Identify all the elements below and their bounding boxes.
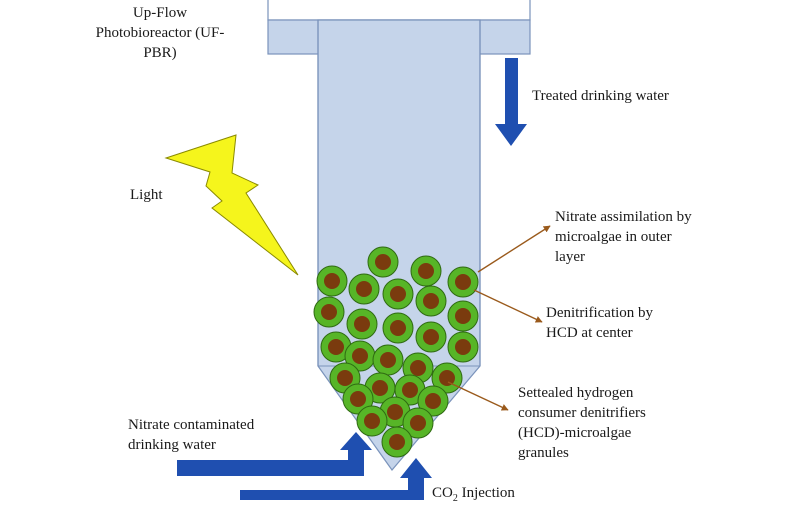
nitrate-assimilation-line-1: Nitrate assimilation by bbox=[555, 209, 692, 225]
granule bbox=[381, 426, 413, 458]
reactor-title: Up-Flow Photobioreactor (UF- PBR) bbox=[64, 3, 256, 63]
settled-granules-line-1: Settealed hydrogen bbox=[518, 385, 634, 401]
granule bbox=[342, 383, 374, 415]
nitrate-assimilation-line-3: layer bbox=[555, 249, 585, 265]
settled-granules-line-2: consumer denitrifiers bbox=[518, 405, 646, 421]
granule bbox=[382, 278, 414, 310]
granule bbox=[402, 407, 434, 439]
granule bbox=[356, 405, 388, 437]
granule bbox=[320, 331, 352, 363]
granule bbox=[447, 266, 479, 298]
reactor-title-line-1: Up-Flow bbox=[132, 5, 188, 21]
granule bbox=[316, 265, 348, 297]
co2-label: CO2 Injection bbox=[432, 483, 515, 504]
co2-arrow bbox=[240, 458, 432, 505]
co2-subscript: 2 bbox=[452, 493, 458, 504]
treated-water-label: Treated drinking water bbox=[532, 88, 669, 104]
granule bbox=[367, 246, 399, 278]
co2-prefix: CO bbox=[432, 485, 453, 501]
granule bbox=[382, 312, 414, 344]
denitrification-label: Denitrification by HCD at center bbox=[546, 303, 653, 343]
denitrification-line-2: HCD at center bbox=[546, 325, 633, 341]
granule bbox=[372, 344, 404, 376]
nitrate-assimilation-line-2: microalgae in outer bbox=[555, 229, 672, 245]
inflow-line-2: drinking water bbox=[128, 437, 216, 453]
granule bbox=[415, 321, 447, 353]
inflow-arrow bbox=[177, 432, 372, 476]
granule bbox=[394, 374, 426, 406]
denitrification-line-1: Denitrification by bbox=[546, 305, 654, 321]
light-label: Light bbox=[130, 187, 163, 203]
granule bbox=[402, 352, 434, 384]
settled-granules-line-4: granules bbox=[518, 445, 569, 461]
treated-water-arrow bbox=[495, 58, 527, 146]
granule bbox=[346, 308, 378, 340]
nitrate-assimilation-label: Nitrate assimilation by microalgae in ou… bbox=[555, 207, 692, 267]
granule bbox=[410, 255, 442, 287]
settled-granules-label: Settealed hydrogen consumer denitrifiers… bbox=[518, 383, 646, 463]
inflow-label: Nitrate contaminated drinking water bbox=[128, 415, 254, 455]
reactor-top-cap bbox=[267, 0, 531, 21]
granule bbox=[415, 285, 447, 317]
granule bbox=[447, 300, 479, 332]
reactor-title-line-3: PBR) bbox=[143, 45, 177, 61]
co2-suffix: Injection bbox=[457, 485, 515, 501]
pointer-settled-granules bbox=[447, 381, 509, 411]
granule bbox=[313, 296, 345, 328]
settled-granules-line-3: (HCD)-microalgae bbox=[518, 425, 632, 441]
granule bbox=[447, 331, 479, 363]
reactor-title-line-2: Photobioreactor (UF- bbox=[95, 25, 225, 41]
granule bbox=[417, 385, 449, 417]
pointer-denitrification bbox=[473, 289, 543, 323]
pointer-nitrate-assimilation bbox=[477, 225, 551, 273]
lightning-bolt bbox=[164, 134, 299, 276]
granule bbox=[348, 273, 380, 305]
inflow-line-1: Nitrate contaminated bbox=[128, 417, 255, 433]
granule-cluster bbox=[313, 246, 479, 458]
